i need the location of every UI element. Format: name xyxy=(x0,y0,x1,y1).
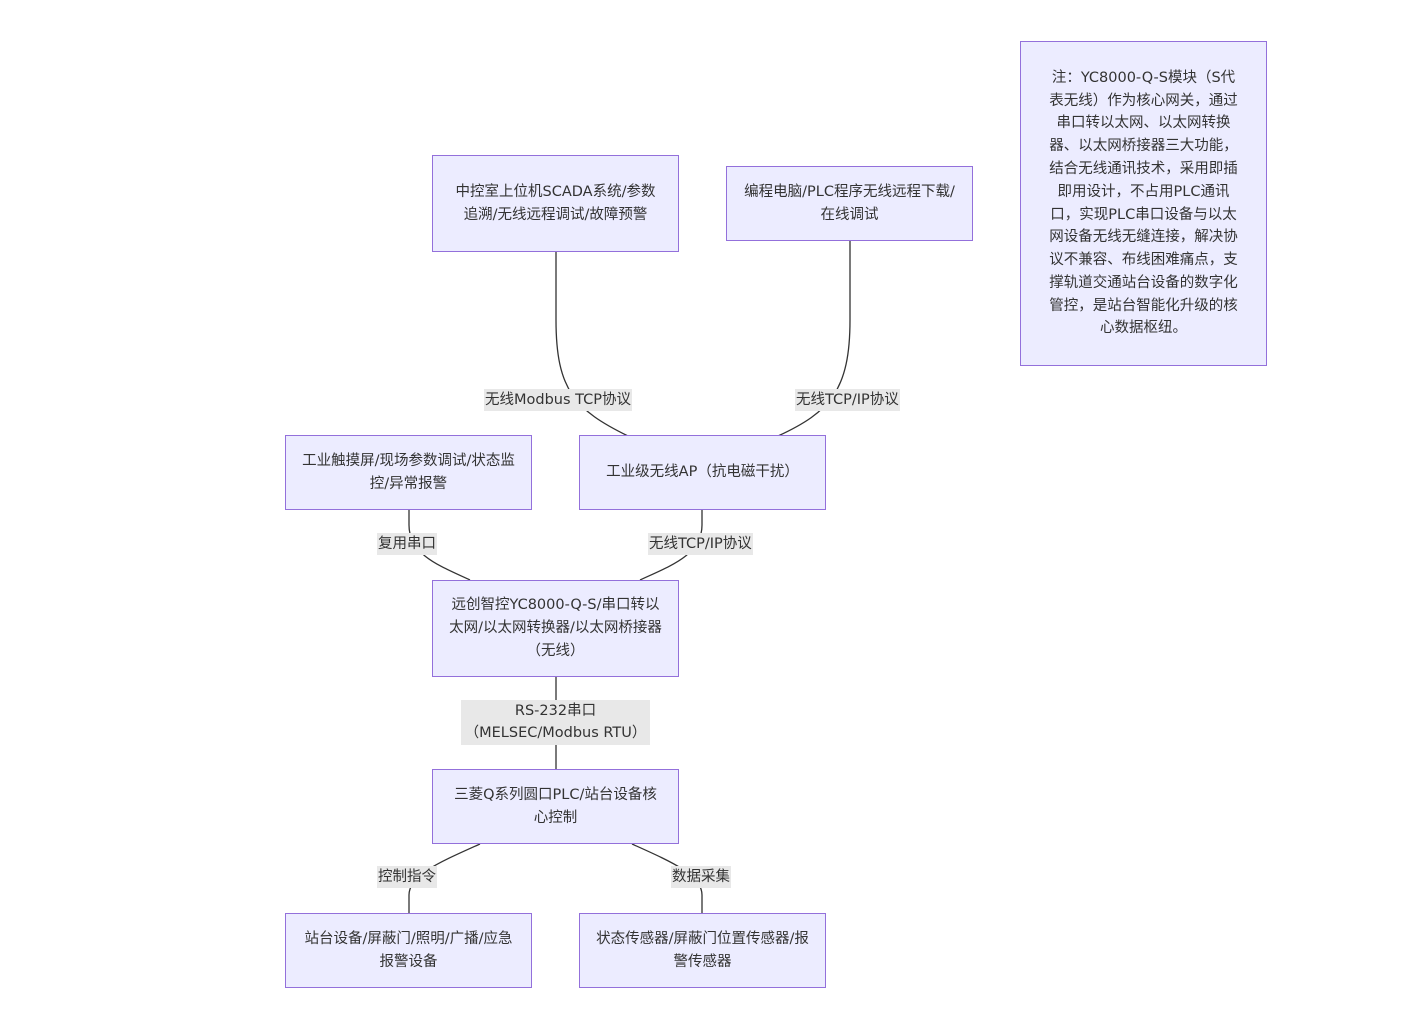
edge-label-plc-to-equipment: 控制指令 xyxy=(377,866,437,888)
note-box: 注：YC8000-Q-S模块（S代表无线）作为核心网关，通过串口转以太网、以太网… xyxy=(1020,41,1267,366)
plc-node: 三菱Q系列圆口PLC/站台设备核心控制 xyxy=(432,769,679,844)
edge-label-gateway-to-plc: RS-232串口 （MELSEC/Modbus RTU） xyxy=(461,700,650,745)
scada-node-label: 中控室上位机SCADA系统/参数追溯/无线远程调试/故障预警 xyxy=(455,183,656,223)
sensors-node: 状态传感器/屏蔽门位置传感器/报警传感器 xyxy=(579,913,826,988)
edge-label-plc-to-sensors: 数据采集 xyxy=(671,866,731,888)
wireless-ap-node-label: 工业级无线AP（抗电磁干扰） xyxy=(606,464,799,480)
edge-ap-to-gateway xyxy=(639,510,703,581)
edge-label-touchscreen-to-gateway: 复用串口 xyxy=(377,533,437,555)
edge-label-scada-to-ap: 无线Modbus TCP协议 xyxy=(484,389,633,411)
wireless-ap-node: 工业级无线AP（抗电磁干扰） xyxy=(579,435,826,510)
touchscreen-node: 工业触摸屏/现场参数调试/状态监控/异常报警 xyxy=(285,435,532,510)
touchscreen-node-label: 工业触摸屏/现场参数调试/状态监控/异常报警 xyxy=(302,452,515,492)
edge-label-ap-to-gateway: 无线TCP/IP协议 xyxy=(648,533,753,555)
note-text: 注：YC8000-Q-S模块（S代表无线）作为核心网关，通过串口转以太网、以太网… xyxy=(1049,69,1238,337)
edge-label-gateway-to-plc-line2: （MELSEC/Modbus RTU） xyxy=(464,725,647,741)
edge-label-pc-to-ap: 无线TCP/IP协议 xyxy=(795,389,900,411)
programming-pc-node-label: 编程电脑/PLC程序无线远程下载/在线调试 xyxy=(744,183,955,223)
gateway-node: 远创智控YC8000-Q-S/串口转以太网/以太网转换器/以太网桥接器（无线） xyxy=(432,580,679,677)
gateway-node-label: 远创智控YC8000-Q-S/串口转以太网/以太网转换器/以太网桥接器（无线） xyxy=(449,597,662,659)
plc-node-label: 三菱Q系列圆口PLC/站台设备核心控制 xyxy=(454,786,657,826)
station-equipment-node: 站台设备/屏蔽门/照明/广播/应急报警设备 xyxy=(285,913,532,988)
programming-pc-node: 编程电脑/PLC程序无线远程下载/在线调试 xyxy=(726,166,973,241)
sensors-node-label: 状态传感器/屏蔽门位置传感器/报警传感器 xyxy=(596,930,809,970)
edge-touchscreen-to-gateway xyxy=(408,510,471,581)
scada-node: 中控室上位机SCADA系统/参数追溯/无线远程调试/故障预警 xyxy=(432,155,679,252)
station-equipment-node-label: 站台设备/屏蔽门/照明/广播/应急报警设备 xyxy=(304,930,513,970)
edge-label-gateway-to-plc-line1: RS-232串口 xyxy=(514,703,597,719)
